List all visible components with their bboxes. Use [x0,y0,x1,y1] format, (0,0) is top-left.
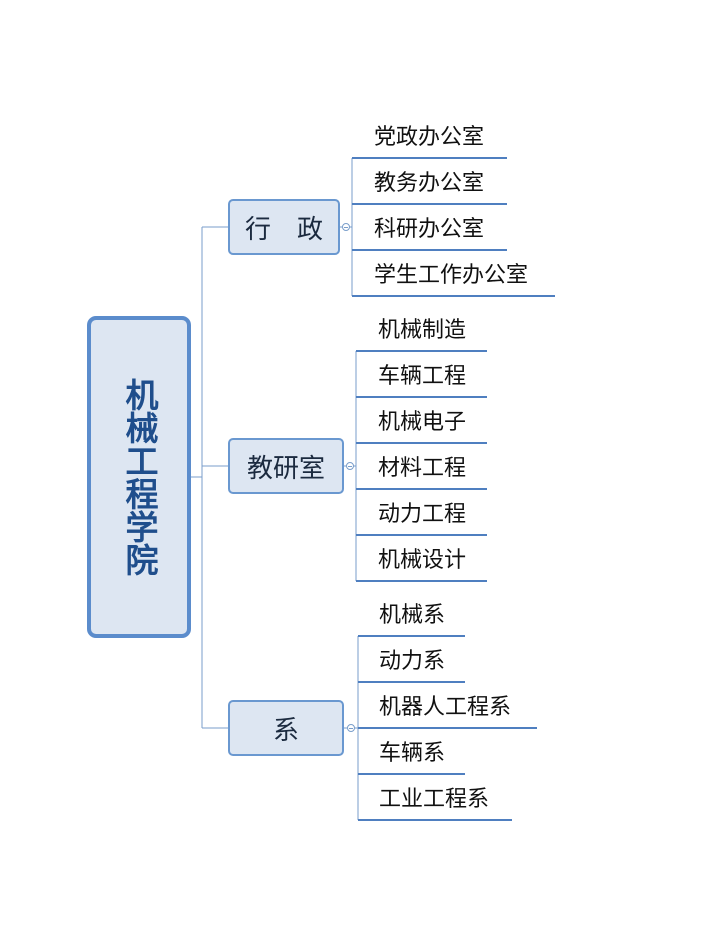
leaf-node[interactable]: 机械制造 [378,318,467,343]
leaf-node[interactable]: 车辆系 [379,741,446,766]
leaf-node[interactable]: 机械系 [379,603,446,628]
branch-node-departments[interactable]: 系 [228,700,344,756]
leaf-node[interactable]: 科研办公室 [374,217,485,242]
collapse-toggle-icon[interactable] [347,724,355,732]
collapse-toggle-icon[interactable] [346,462,354,470]
branch-label: 教研室 [246,453,325,484]
leaf-node[interactable]: 材料工程 [378,456,467,481]
leaf-node[interactable]: 动力系 [379,649,446,674]
branch-label: 系 [272,715,299,746]
branch-node-teaching-research[interactable]: 教研室 [228,438,344,494]
leaf-node[interactable]: 动力工程 [378,502,467,527]
branch-node-administration[interactable]: 行 政 [228,199,340,255]
leaf-node[interactable]: 教务办公室 [374,171,485,196]
branch-label: 行 政 [244,214,323,245]
root-node[interactable]: 机械工程学院 [87,316,191,638]
leaf-node[interactable]: 机械电子 [378,410,467,435]
root-label: 机械工程学院 [120,378,159,576]
leaf-node[interactable]: 工业工程系 [379,787,490,812]
leaf-node[interactable]: 党政办公室 [374,125,485,150]
leaf-node[interactable]: 学生工作办公室 [374,263,529,288]
leaf-node[interactable]: 车辆工程 [378,364,467,389]
collapse-toggle-icon[interactable] [342,223,350,231]
leaf-node[interactable]: 机械设计 [378,548,467,573]
leaf-node[interactable]: 机器人工程系 [379,695,512,720]
